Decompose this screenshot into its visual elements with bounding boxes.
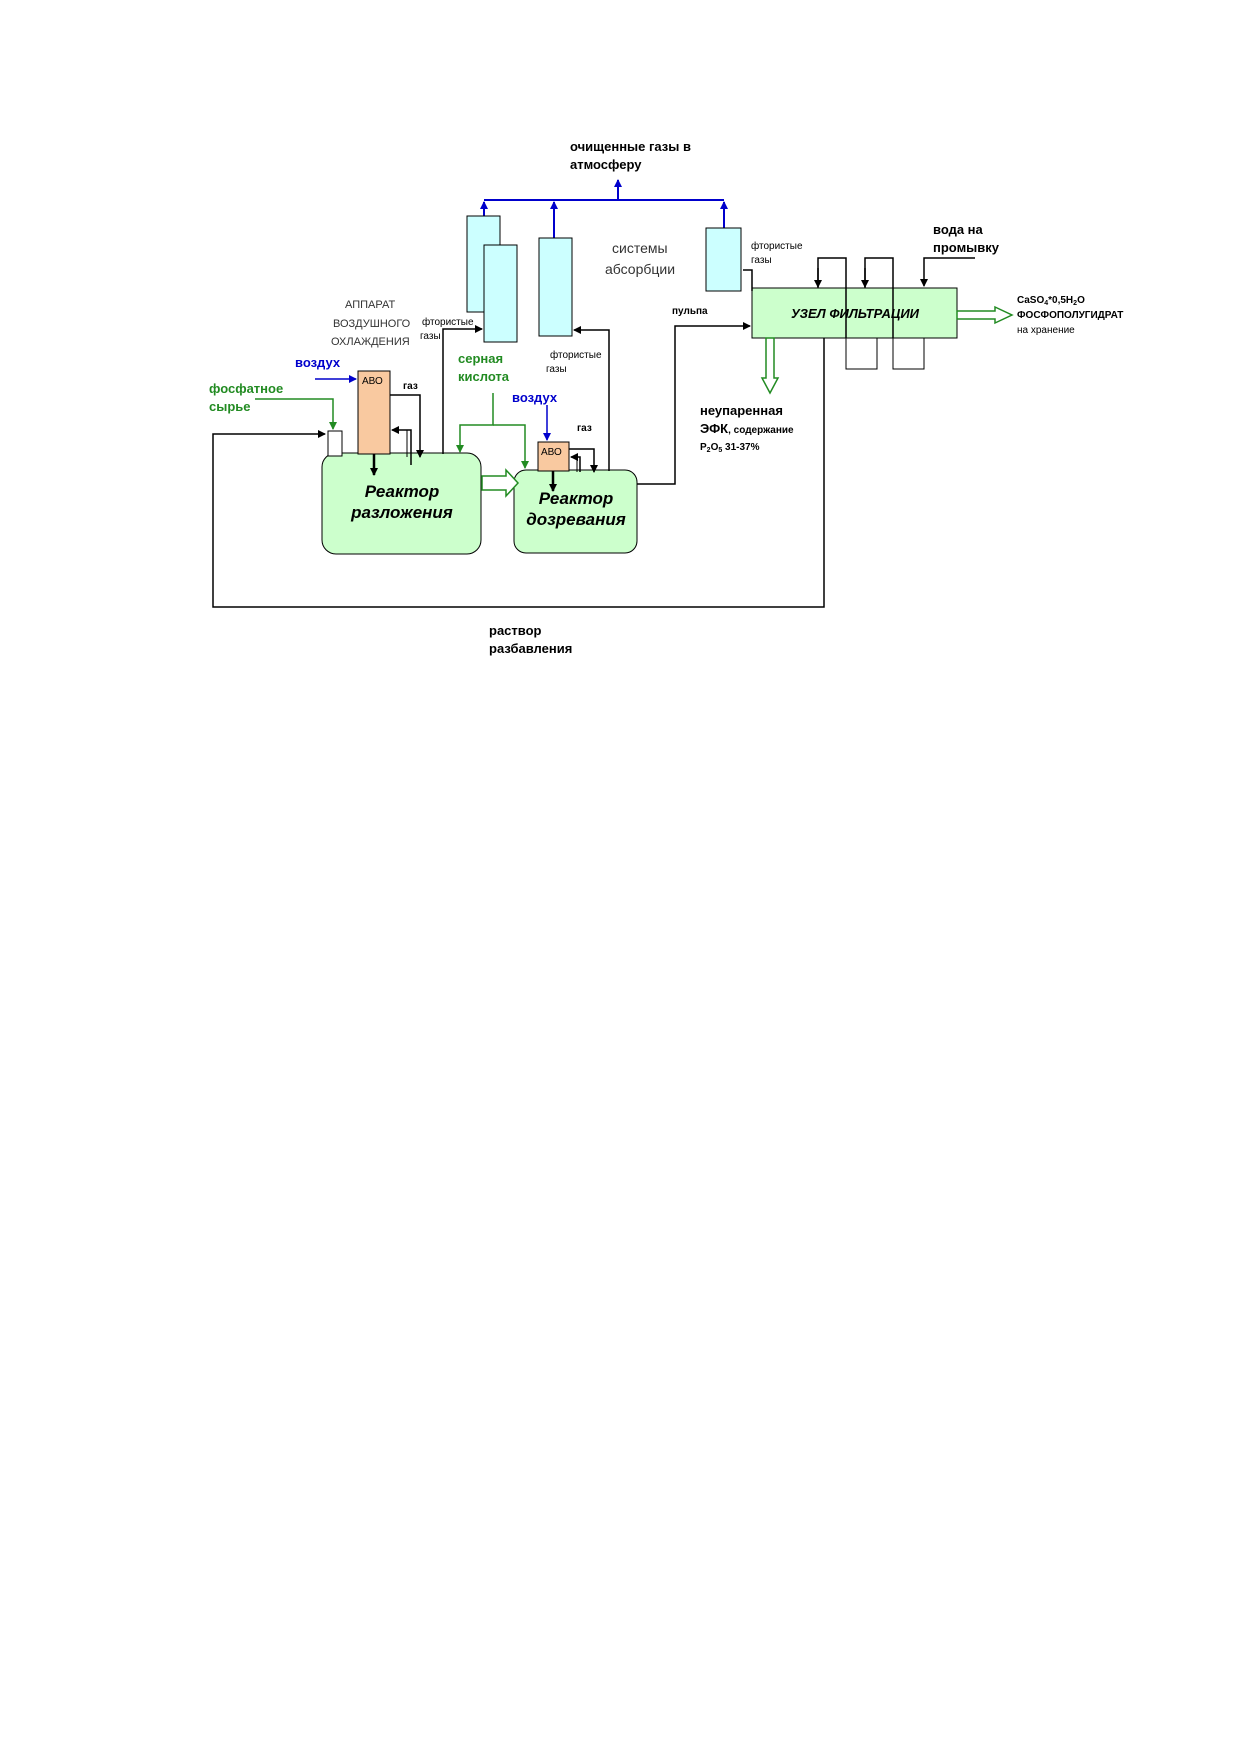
- efk-label-1: неупаренная: [700, 403, 783, 418]
- clean-gases-label-1: очищенные газы в: [570, 139, 691, 154]
- efk-label-2: ЭФК, содержание: [700, 421, 794, 436]
- avo-title-2: ВОЗДУШНОГО: [333, 318, 411, 330]
- air-lines: [315, 375, 551, 441]
- absorption-label-2: абсорбции: [605, 261, 675, 277]
- product-storage: на хранение: [1017, 325, 1075, 336]
- gas-stubs: [406, 430, 578, 472]
- reactor2-label-2: дозревания: [526, 510, 626, 529]
- transfer-arrow: [481, 468, 520, 498]
- wash-boxes: [845, 337, 925, 370]
- filtration-label: УЗЕЛ ФИЛЬТРАЦИИ: [791, 306, 920, 321]
- avo-unit-2: [537, 441, 570, 472]
- fluor-gases-1a: фтористые: [422, 316, 474, 328]
- feed-hopper: [327, 430, 343, 457]
- reactor-maturation: [513, 469, 638, 554]
- feed-lines: [255, 393, 529, 469]
- gas-label-1: газ: [403, 381, 418, 392]
- product-formula: CaSO4*0,5H2O: [1017, 295, 1085, 307]
- phosphate-label-1: фосфатное: [209, 381, 283, 396]
- absorption-label-1: системы: [612, 240, 668, 256]
- fluor-gases-1b: газы: [420, 331, 441, 342]
- sulfuric-label-2: кислота: [458, 369, 510, 384]
- dilution-label-2: разбавления: [489, 641, 572, 656]
- water-label-1: вода на: [933, 222, 984, 237]
- fluor-gases-2a: фтористые: [550, 349, 602, 361]
- pulp-label: пульпа: [672, 306, 708, 317]
- efk-arrow: [760, 337, 780, 395]
- reactor1-label-2: разложения: [350, 503, 453, 522]
- clean-gases-label-2: атмосферу: [570, 157, 642, 172]
- phosphate-label-2: сырье: [209, 399, 251, 414]
- reactor-decomposition: [321, 452, 482, 555]
- avo-title-1: АППАРАТ: [345, 299, 395, 311]
- air-label-1: воздух: [295, 355, 341, 370]
- efk-label-3: P2O5 31-37%: [700, 442, 760, 454]
- product-name: ФОСФОПОЛУГИДРАТ: [1017, 310, 1123, 321]
- absorber-column-3: [538, 237, 573, 337]
- fluor-gases-2b: газы: [546, 364, 567, 375]
- absorber-column-4: [705, 227, 742, 292]
- wash-water-lines: [814, 257, 975, 338]
- gas-label-2: газ: [577, 423, 592, 434]
- absorber-column-2: [483, 244, 518, 343]
- reactor1-label-1: Реактор: [365, 482, 440, 501]
- avo-title-3: ОХЛАЖДЕНИЯ: [331, 336, 410, 348]
- reactor2-label-1: Реактор: [539, 489, 614, 508]
- avo-label-1: АВО: [362, 376, 383, 387]
- product-arrow: [956, 305, 1014, 325]
- clean-gas-header: [480, 179, 728, 238]
- fluor-gases-3b: газы: [751, 255, 772, 266]
- dilution-label-1: раствор: [489, 623, 542, 638]
- fluor-gases-3a: фтористые: [751, 240, 803, 252]
- process-lines: [212, 269, 825, 608]
- sulfuric-label-1: серная: [458, 351, 503, 366]
- air-label-2: воздух: [512, 390, 558, 405]
- water-label-2: промывку: [933, 240, 1000, 255]
- avo-label-2: АВО: [541, 447, 562, 458]
